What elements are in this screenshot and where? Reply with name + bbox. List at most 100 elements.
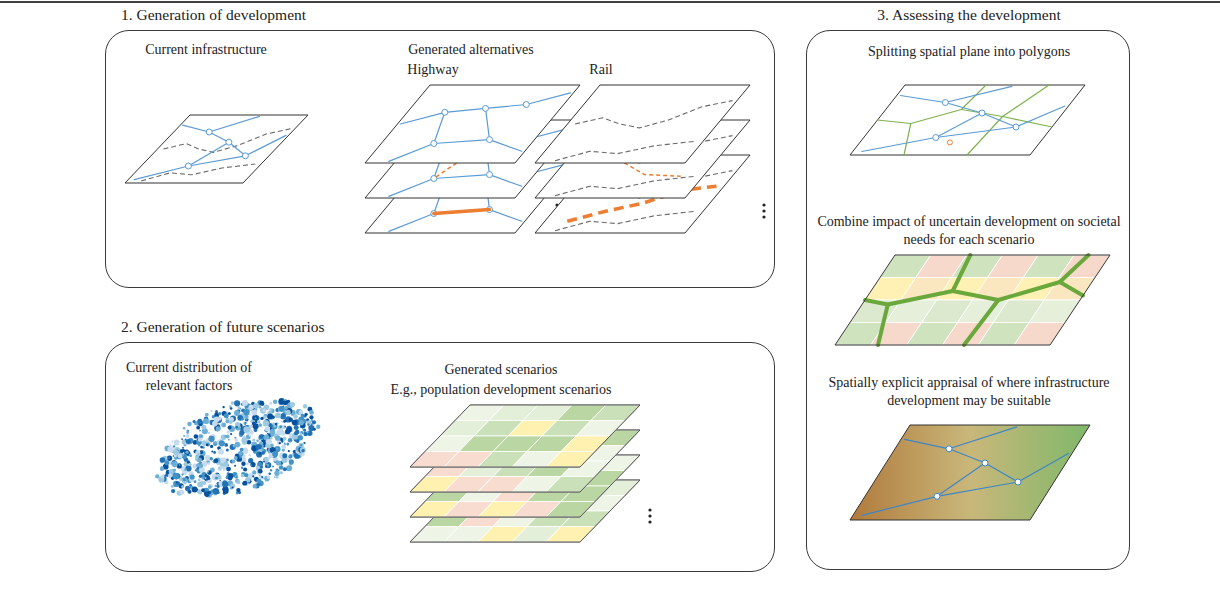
road-node xyxy=(185,163,191,169)
panel-caption: Rail xyxy=(571,61,631,79)
density-dot xyxy=(281,444,286,449)
density-dot xyxy=(208,432,210,434)
density-dot xyxy=(215,476,218,479)
density-dot xyxy=(276,447,278,449)
panel-caption: Combine impact of uncertain development … xyxy=(817,213,1121,248)
density-dot xyxy=(269,402,272,405)
road-line xyxy=(389,214,434,232)
density-dot xyxy=(288,450,290,452)
road-line xyxy=(936,113,982,138)
road-node xyxy=(487,172,493,178)
more-ellipsis xyxy=(762,209,765,212)
step-panel: 2. Generation of future scenariosCurrent… xyxy=(105,342,775,572)
polygon-edge xyxy=(967,117,1003,156)
density-dot xyxy=(192,487,198,493)
density-dot xyxy=(201,488,205,492)
density-dot xyxy=(249,414,251,416)
density-dot xyxy=(290,402,295,407)
map-plane xyxy=(125,115,308,183)
density-dot xyxy=(295,430,300,435)
density-dot xyxy=(254,417,256,419)
density-dot xyxy=(305,413,308,416)
road-node xyxy=(946,446,952,452)
density-dot xyxy=(164,460,169,465)
density-dot xyxy=(232,459,236,463)
density-dot xyxy=(173,455,175,457)
density-dot xyxy=(186,451,190,455)
step-panel: 3. Assessing the developmentSplitting sp… xyxy=(806,30,1130,570)
suitability-plane xyxy=(850,425,1090,520)
density-dot xyxy=(307,424,309,426)
density-dot xyxy=(199,430,201,432)
density-dot xyxy=(173,473,179,479)
road-line xyxy=(209,116,259,132)
density-dot xyxy=(187,422,192,427)
density-dot xyxy=(223,462,228,467)
density-dot xyxy=(179,490,184,495)
density-dot xyxy=(178,454,183,459)
density-dot xyxy=(275,412,281,418)
impact-line xyxy=(953,255,999,345)
density-dot xyxy=(211,451,213,453)
density-dot xyxy=(168,446,174,452)
density-dot xyxy=(196,426,200,430)
density-dot xyxy=(242,400,248,406)
density-dot xyxy=(223,488,229,494)
density-dot xyxy=(232,486,234,488)
point-marker xyxy=(947,140,952,145)
density-dot xyxy=(236,488,240,492)
density-dot xyxy=(206,444,208,446)
density-dot xyxy=(257,462,261,466)
density-dot xyxy=(198,463,203,468)
density-dot xyxy=(253,484,257,488)
density-dot xyxy=(300,447,306,453)
density-dot xyxy=(235,438,238,441)
density-dot xyxy=(289,459,294,464)
density-dot xyxy=(187,461,190,464)
density-dot xyxy=(229,420,233,424)
density-dot xyxy=(228,476,233,481)
road-line xyxy=(937,463,985,496)
density-dot xyxy=(186,439,191,444)
density-dot xyxy=(176,481,180,485)
density-dot xyxy=(228,425,232,429)
density-dot xyxy=(235,426,238,429)
density-dot xyxy=(223,469,225,471)
density-dot xyxy=(236,480,240,484)
density-dot xyxy=(222,481,228,487)
density-dot xyxy=(243,409,249,415)
density-dot xyxy=(283,400,288,405)
density-dot xyxy=(249,454,251,456)
density-dot xyxy=(197,458,202,463)
road-line xyxy=(389,144,434,162)
density-dot xyxy=(207,477,210,480)
density-dot xyxy=(265,465,267,467)
density-dot xyxy=(244,422,247,425)
density-dot xyxy=(288,438,293,443)
impact-line xyxy=(1060,282,1083,296)
road-line xyxy=(434,210,490,214)
density-dot xyxy=(275,423,277,425)
density-dot xyxy=(250,462,255,467)
density-dot xyxy=(222,480,227,485)
density-dot xyxy=(183,478,186,481)
density-dot xyxy=(282,433,284,435)
density-dot xyxy=(181,438,183,440)
density-dot xyxy=(313,428,316,431)
density-dot xyxy=(226,449,229,452)
density-dot xyxy=(272,451,278,457)
density-dot xyxy=(160,457,166,463)
road-line xyxy=(982,113,1016,127)
density-dot xyxy=(198,438,202,442)
density-dot xyxy=(214,459,218,463)
density-dot xyxy=(256,439,259,442)
density-dot xyxy=(266,439,272,445)
density-dot xyxy=(234,400,240,406)
more-ellipsis xyxy=(648,514,651,517)
density-dot xyxy=(244,473,248,477)
density-dot xyxy=(221,422,227,428)
density-dot xyxy=(258,469,263,474)
impact-line xyxy=(998,255,1088,300)
density-dot xyxy=(260,408,266,414)
density-dot xyxy=(268,472,271,475)
